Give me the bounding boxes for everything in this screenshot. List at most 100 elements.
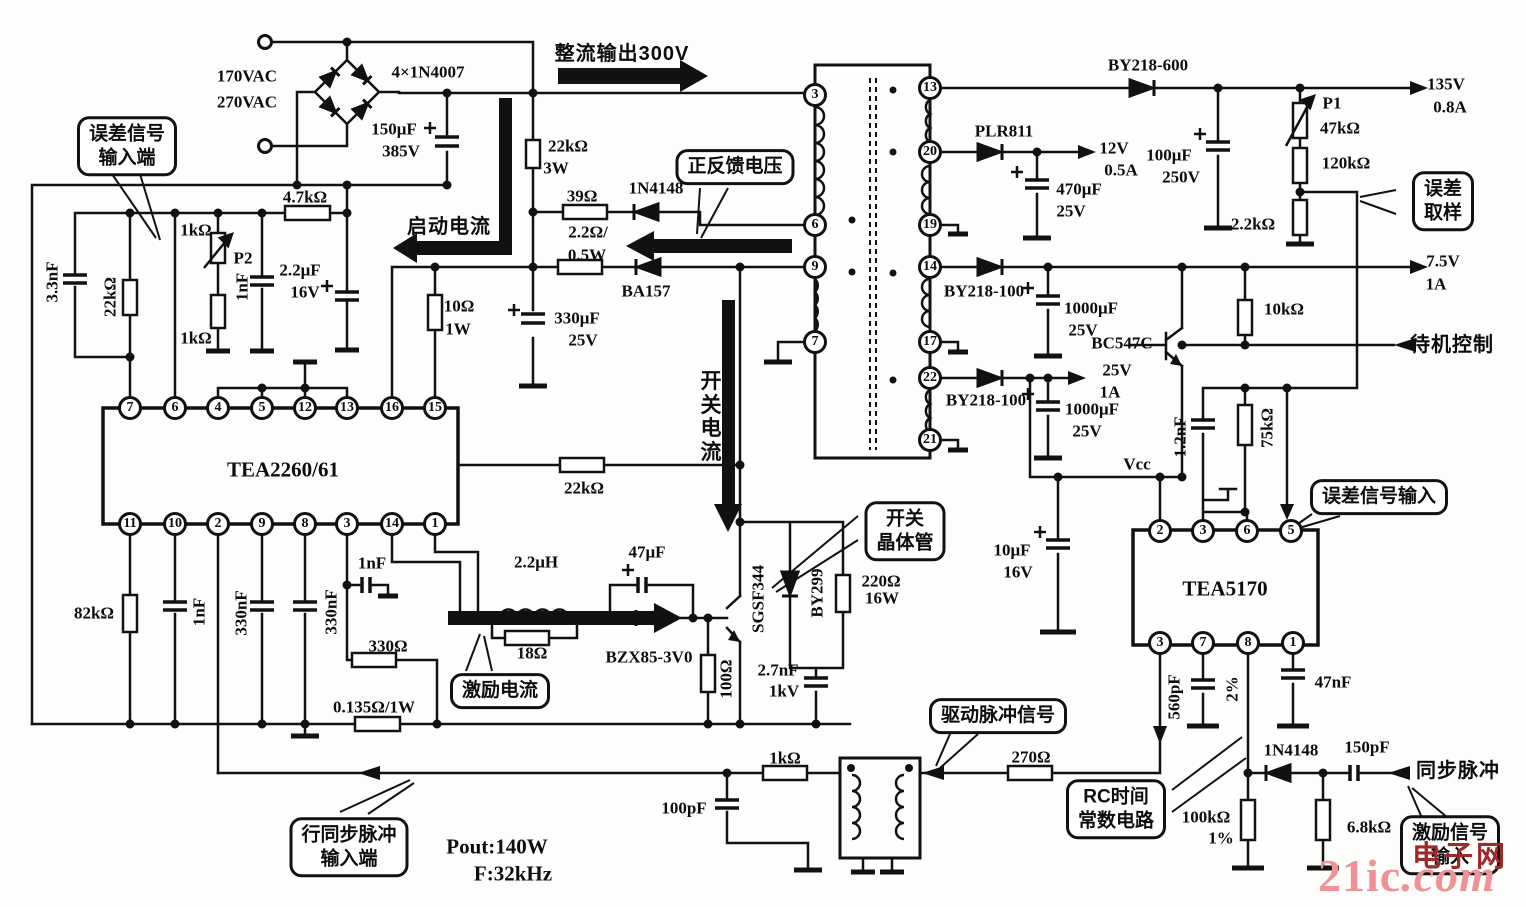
callout-line: 误差信号 bbox=[88, 123, 166, 145]
transistor-sgsf344-label: SGSF344 bbox=[748, 564, 768, 634]
cap-1000uf-a-volt: 25V bbox=[1068, 320, 1098, 340]
switch-current-label: 开关电流 bbox=[700, 370, 722, 464]
callout-line: 输入端 bbox=[98, 147, 156, 168]
res-22k-left-label: 22kΩ bbox=[100, 276, 120, 318]
out-12v-amp: 0.5A bbox=[1104, 160, 1138, 180]
res-270-label: 270Ω bbox=[1011, 747, 1051, 767]
tfmr-pin-7: 7 bbox=[803, 330, 827, 354]
tfmr-pin-14: 14 bbox=[918, 255, 942, 279]
res-1k-drv-label: 1kΩ bbox=[769, 748, 801, 768]
cap-47uf-label: 47μF bbox=[628, 542, 666, 562]
standby-control-label: 待机控制 bbox=[1410, 334, 1494, 356]
ind-2u2h-label: 2.2μH bbox=[513, 552, 559, 572]
cap-2n7-volt: 1kV bbox=[768, 681, 800, 701]
driver-transformer-outline bbox=[838, 756, 922, 860]
ic1-pin-15: 15 bbox=[423, 396, 447, 420]
ac-input-label-1: 170VAC bbox=[216, 66, 278, 86]
tfmr-pin-22: 22 bbox=[918, 366, 942, 390]
tfmr-pin-17: 17 bbox=[918, 330, 942, 354]
res-4k7-label: 4.7kΩ bbox=[282, 187, 328, 207]
cap-100uf-volt: 250V bbox=[1162, 167, 1200, 187]
tfmr-pin-19: 19 bbox=[918, 213, 942, 237]
callout-line: 行同步脉冲 bbox=[301, 824, 397, 846]
bridge-rectifier bbox=[313, 58, 381, 126]
ic2-pin-7: 7 bbox=[1191, 631, 1215, 655]
out-12v-label: 12V bbox=[1099, 138, 1129, 158]
callout-line: RC时间 bbox=[1083, 786, 1149, 808]
cap-2u2-volt: 16V bbox=[290, 282, 320, 302]
callout-rc-time-constant: RC时间 常数电路 bbox=[1065, 779, 1167, 839]
callout-line: 输入 bbox=[1430, 846, 1470, 867]
res-22k3w-watt: 3W bbox=[543, 158, 569, 178]
ic1-pin-8: 8 bbox=[293, 512, 317, 536]
callout-line: 常数电路 bbox=[1077, 810, 1155, 831]
res-330-label: 330Ω bbox=[368, 636, 408, 656]
res-1k-top-label: 1kΩ bbox=[180, 220, 212, 240]
cap-1nf-p2-label: 1nF bbox=[232, 272, 252, 302]
callout-switch-transistor: 开关 晶体管 bbox=[864, 501, 946, 561]
signal-arrows bbox=[358, 81, 1428, 780]
cap-47nf-label: 47nF bbox=[1314, 672, 1352, 692]
ic2-pin-2: 2 bbox=[1148, 519, 1172, 543]
cap-3n3-label: 3.3nF bbox=[42, 261, 62, 303]
startup-current-label: 启动电流 bbox=[407, 216, 491, 238]
cap-1000uf-a-label: 1000μF bbox=[1063, 298, 1119, 318]
res-1k-bot-label: 1kΩ bbox=[180, 328, 212, 348]
flow-arrows bbox=[393, 60, 792, 633]
diode-1n4148-label: 1N4148 bbox=[628, 178, 684, 198]
cap-150pf-label: 150pF bbox=[1344, 737, 1390, 757]
cap-10uf-volt: 16V bbox=[1003, 562, 1033, 582]
res-6k8-label: 6.8kΩ bbox=[1346, 817, 1392, 837]
junction-dots bbox=[125, 37, 1328, 778]
bridge-label: 4×1N4007 bbox=[391, 62, 465, 82]
res-100-label: 100Ω bbox=[716, 659, 736, 699]
res-220-label: 220Ω bbox=[861, 571, 901, 591]
arrow-rectified-300v bbox=[558, 60, 708, 92]
cap-1000uf-b-volt: 25V bbox=[1072, 421, 1102, 441]
watermark-21ic: 21ic.com bbox=[1318, 853, 1496, 899]
cap-100uf-label: 100μF bbox=[1146, 145, 1192, 165]
callout-error-signal-input-terminal: 误差信号 输入端 bbox=[76, 116, 178, 176]
out-25v-label: 25V bbox=[1102, 360, 1132, 380]
diode-bzx-label: BZX85-3V0 bbox=[605, 647, 693, 667]
out-7v5-amp: 1A bbox=[1425, 274, 1447, 294]
polarity-marks bbox=[321, 122, 1206, 576]
res-18-label: 18Ω bbox=[516, 643, 548, 663]
cap-1nf-p3-label: 1nF bbox=[357, 553, 387, 573]
callout-hsync-input-terminal: 行同步脉冲 输入端 bbox=[289, 817, 409, 877]
res-220-watt: 16W bbox=[865, 588, 899, 608]
callout-tails bbox=[111, 173, 1449, 819]
cap-100pf-label: 100pF bbox=[661, 798, 707, 818]
potentiometer-arrows bbox=[203, 94, 1316, 269]
ic1-pin-4: 4 bbox=[206, 396, 230, 420]
pot-p1-value: 47kΩ bbox=[1319, 118, 1361, 138]
arrow-excitation bbox=[448, 603, 682, 633]
ic2-pin-3t: 3 bbox=[1191, 519, 1215, 543]
tolerance-2pct-label: 2% bbox=[1222, 676, 1242, 702]
diode-by218-600-label: BY218-600 bbox=[1107, 55, 1189, 75]
pout-label: Pout:140W bbox=[446, 834, 548, 859]
cap-1n2-label: 1.2nF bbox=[1170, 416, 1190, 458]
callout-error-signal-input: 误差信号输入 bbox=[1309, 479, 1449, 515]
watermark-suffix: .com bbox=[1401, 850, 1496, 901]
diode-by218-100b-label: BY218-100 bbox=[945, 390, 1027, 410]
callout-line: 驱动脉冲信号 bbox=[940, 705, 1056, 727]
ic1-pin-6: 6 bbox=[163, 396, 187, 420]
callout-positive-feedback: 正反馈电压 bbox=[675, 149, 795, 185]
watermark-brand: 21ic bbox=[1318, 850, 1402, 901]
ic2-pin-3b: 3 bbox=[1148, 631, 1172, 655]
ic2-pin-5: 5 bbox=[1279, 519, 1303, 543]
capacitor-group bbox=[63, 135, 1360, 810]
ic2-outline bbox=[1131, 528, 1320, 647]
ic1-pin-13: 13 bbox=[335, 396, 359, 420]
cap-330nf-b-label: 330nF bbox=[321, 589, 341, 635]
ic2-pin-8: 8 bbox=[1236, 631, 1260, 655]
arrow-startup-current bbox=[393, 98, 512, 263]
callout-excitation-signal-input: 激励信号 输入 bbox=[1399, 815, 1501, 875]
ic1-name: TEA2260/61 bbox=[226, 457, 340, 482]
cap-150uf-volt: 385V bbox=[382, 141, 420, 161]
freq-label: F:32kHz bbox=[473, 861, 553, 886]
cap-150uf-label: 150μF bbox=[371, 119, 417, 139]
cap-2u2-label: 2.2μF bbox=[279, 260, 321, 280]
